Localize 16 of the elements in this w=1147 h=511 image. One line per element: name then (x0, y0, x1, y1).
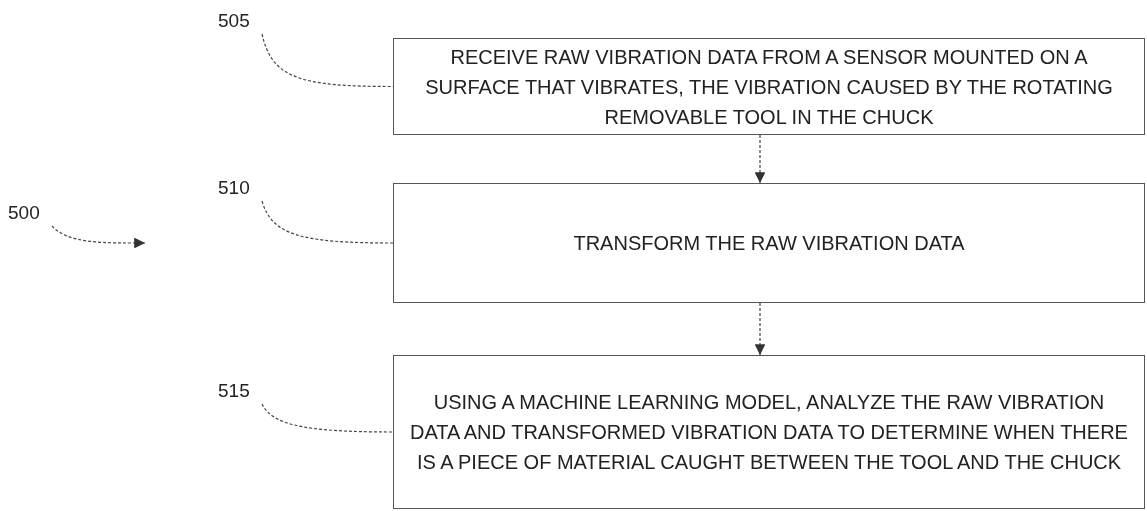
process-box (393, 355, 1145, 509)
leader-line (261, 403, 394, 433)
leader-line (261, 33, 394, 88)
reference-number: 500 (8, 202, 40, 223)
process-box (393, 38, 1145, 135)
arrow (754, 134, 766, 184)
leader-line (261, 200, 394, 244)
step-text: USING A MACHINE LEARNING MODEL, ANALYZE THE RAW VIBRATION DATA AND TRANSFORMED VIBRATION DATA TO DETERMINE WHEN THERE IS A PIECE OF MATERIAL CAUGHT BETWEEN THE TOOL AND THE CHUCK (409, 390, 1129, 475)
reference-number: 515 (218, 380, 250, 401)
reference-number: 505 (218, 10, 250, 31)
reference-number: 510 (218, 177, 250, 198)
process-box (393, 183, 1145, 303)
arrow (51, 225, 146, 249)
arrow (754, 302, 766, 356)
step-text: TRANSFORM THE RAW VIBRATION DATA (573, 231, 965, 256)
step-text: RECEIVE RAW VIBRATION DATA FROM A SENSOR MOUNTED ON A SURFACE THAT VIBRATES, THE VIBRATION CAUSED BY THE ROTATING REMOVABLE TOOL IN THE CHUCK (424, 44, 1114, 130)
